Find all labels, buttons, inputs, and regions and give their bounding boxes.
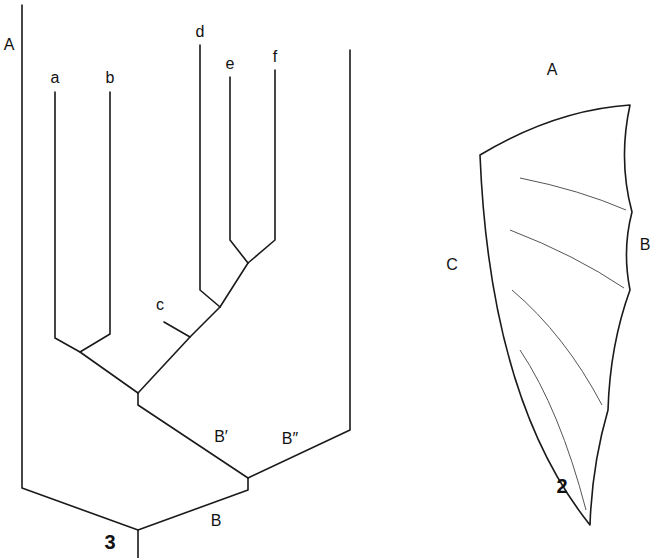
branch-b-double-prime <box>248 50 350 478</box>
taxon-label: e <box>226 56 235 72</box>
branch-e <box>230 77 248 263</box>
taxon-label: d <box>196 24 205 40</box>
branch-label: B″ <box>282 431 298 447</box>
branch-b-terminal <box>80 92 110 352</box>
wing-vein <box>520 350 586 510</box>
figure-number: 3 <box>104 532 115 552</box>
branch-b <box>138 478 248 530</box>
branch-a <box>55 92 138 393</box>
taxon-label: b <box>106 70 115 86</box>
wing-vein <box>510 230 624 288</box>
cladogram <box>22 5 350 558</box>
lineage-label: A <box>4 37 15 53</box>
figure-number: 2 <box>556 476 567 496</box>
wing-veins <box>510 178 626 510</box>
taxon-label: c <box>156 297 164 313</box>
branch-ef <box>220 263 248 307</box>
taxon-label: f <box>273 49 277 65</box>
wing-vein <box>520 178 626 210</box>
branch-f <box>248 70 275 263</box>
wing <box>480 105 632 525</box>
edge-label: C <box>446 257 458 273</box>
branch-cdef <box>138 307 220 393</box>
branch-b-prime <box>138 393 248 478</box>
taxon-label: a <box>51 70 60 86</box>
wing-vein <box>512 290 602 405</box>
branch-a-lineage <box>22 5 138 558</box>
wing-outline <box>480 105 632 525</box>
branch-label: B <box>211 513 222 529</box>
branch-label: B′ <box>214 429 228 445</box>
branch-c <box>164 322 190 337</box>
edge-label: A <box>547 62 558 78</box>
edge-label: B <box>640 237 651 253</box>
branch-d <box>200 45 220 307</box>
